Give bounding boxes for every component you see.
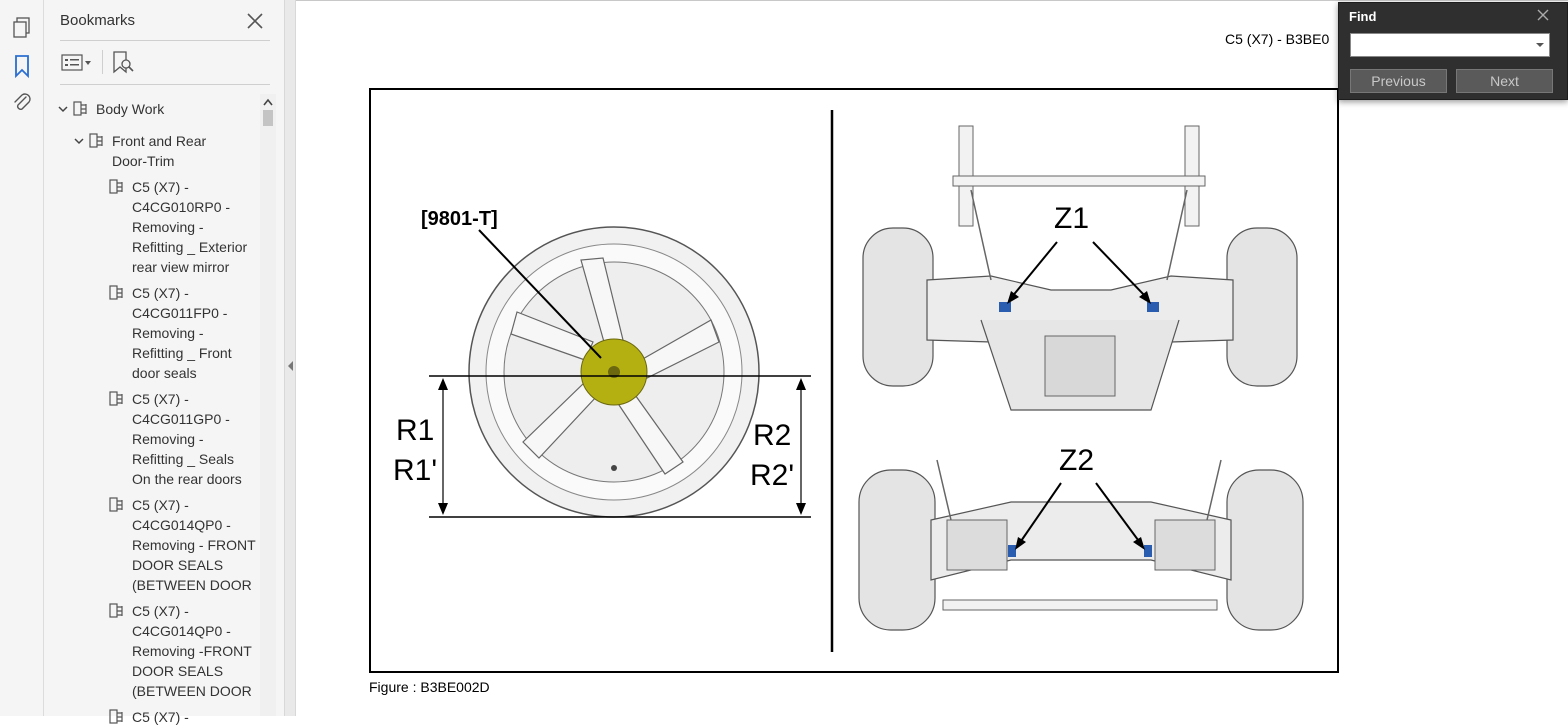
z2-marker-left (1008, 545, 1016, 557)
bookmark-label: C5 (X7) - C4CG014QP0 - Removing -FRONT D… (132, 603, 252, 699)
bookmark-label: C5 (X7) - C4CG011FP0 - Removing - Refitt… (132, 285, 232, 381)
bookmark-label: C5 (X7) - (132, 709, 189, 725)
toolbar-divider (102, 50, 103, 74)
navigation-rail (0, 0, 44, 716)
z1-marker-left (999, 302, 1011, 312)
close-panel-button[interactable] (244, 10, 266, 32)
z1-marker-right (1147, 302, 1159, 312)
r2-label: R2 (753, 419, 791, 452)
wheel-alignment-diagram: [9801-T] R1 R1' R2 R2' (393, 110, 1304, 652)
collapse-arrow-icon[interactable] (287, 360, 295, 372)
bookmark-label: C5 (X7) - C4CG011GP0 - Removing - Refitt… (132, 391, 242, 487)
bookmark-tree-icon (108, 707, 126, 727)
panel-title: Bookmarks (60, 12, 136, 29)
find-dialog: Find Previous Next (1338, 2, 1568, 100)
scrollbar-thumb[interactable] (263, 110, 273, 126)
panel-splitter[interactable] (284, 0, 296, 716)
front-axle-illustration: Z1 (862, 125, 1298, 411)
figure-caption: Figure : B3BE002D (369, 679, 490, 695)
bookmark-tree-icon (108, 389, 126, 409)
find-input[interactable] (1350, 33, 1550, 57)
divider (60, 40, 270, 41)
bookmark-tree: Body Work Front and Rear Door-Trim C5 (X… (44, 95, 262, 725)
chevron-down-icon[interactable] (56, 99, 70, 119)
bookmark-tree-icon (108, 495, 126, 515)
bookmark-item[interactable]: C5 (X7) - (108, 707, 189, 727)
close-icon (247, 13, 263, 29)
rear-axle-illustration: Z2 (858, 444, 1304, 631)
page-thumbnails-button[interactable] (8, 14, 36, 42)
wheel-illustration: [9801-T] R1 R1' R2 R2' (393, 208, 811, 518)
page-header: C5 (X7) - B3BE0 (1225, 31, 1330, 47)
find-bookmark-button[interactable] (110, 50, 136, 76)
bookmark-tree-icon (108, 283, 126, 303)
bookmark-item-door-trim[interactable]: Front and Rear Door-Trim (72, 131, 206, 171)
bookmark-item[interactable]: C5 (X7) - C4CG014QP0 - Removing -FRONT D… (108, 601, 252, 701)
r1-prime-label: R1' (393, 454, 437, 487)
paperclip-icon (14, 93, 31, 110)
bookmark-tree-icon (108, 601, 126, 621)
chevron-up-icon (263, 98, 273, 106)
bookmark-label: Body Work (96, 101, 165, 117)
chevron-down-icon[interactable] (72, 131, 86, 151)
bookmark-tree-icon (108, 177, 126, 197)
bookmark-label: Front and Rear Door-Trim (112, 133, 207, 169)
bookmark-label: C5 (X7) - C4CG010RP0 - Removing - Refitt… (132, 179, 248, 275)
attachments-button[interactable] (8, 88, 36, 116)
close-icon (1537, 9, 1549, 21)
bookmark-item[interactable]: C5 (X7) - C4CG011GP0 - Removing - Refitt… (108, 389, 242, 489)
tool-label: [9801-T] (421, 208, 498, 230)
bookmark-search-icon (113, 51, 134, 74)
r2-prime-label: R2' (750, 459, 794, 492)
z1-label: Z1 (1054, 202, 1089, 235)
z2-label: Z2 (1059, 444, 1094, 477)
chevron-down-icon[interactable] (1535, 41, 1545, 49)
bookmark-tree-icon (88, 131, 106, 151)
bookmark-item[interactable]: C5 (X7) - C4CG011FP0 - Removing - Refitt… (108, 283, 232, 383)
z2-marker-right (1144, 545, 1152, 557)
find-close-button[interactable] (1535, 7, 1551, 23)
find-next-button[interactable]: Next (1456, 69, 1553, 93)
bookmark-scrollbar[interactable] (260, 94, 276, 716)
bookmarks-panel-button[interactable] (8, 52, 36, 80)
bookmark-item-body-work[interactable]: Body Work (56, 99, 164, 119)
bookmark-icon (15, 55, 29, 79)
bookmark-tree-icon (72, 99, 90, 119)
find-previous-button[interactable]: Previous (1350, 69, 1447, 93)
r1-label: R1 (396, 414, 434, 447)
list-options-icon (61, 54, 91, 71)
figure-frame: [9801-T] R1 R1' R2 R2' (369, 88, 1339, 673)
bookmark-label: C5 (X7) - C4CG014QP0 - Removing - FRONT … (132, 497, 256, 593)
pages-icon (13, 17, 30, 38)
bookmark-item[interactable]: C5 (X7) - C4CG014QP0 - Removing - FRONT … (108, 495, 256, 595)
bookmark-options-button[interactable] (60, 50, 94, 76)
document-view[interactable]: C5 (X7) - B3BE0 (296, 0, 1568, 716)
scroll-up-arrow[interactable] (260, 94, 276, 110)
bookmarks-panel: Bookmarks (44, 0, 284, 725)
divider (60, 84, 270, 85)
find-title: Find (1349, 9, 1377, 24)
bookmark-item[interactable]: C5 (X7) - C4CG010RP0 - Removing - Refitt… (108, 177, 247, 277)
